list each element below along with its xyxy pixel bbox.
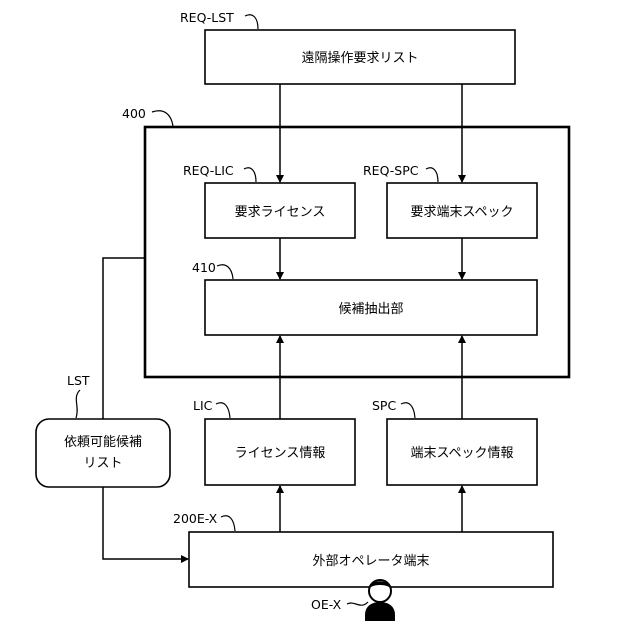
leader-lst xyxy=(76,390,80,418)
ref-lic: LIC xyxy=(193,398,213,413)
leader-req-spc xyxy=(426,168,438,182)
leader-lic xyxy=(216,403,230,418)
leader-410 xyxy=(217,265,233,279)
candidate-extraction-unit-label: 候補抽出部 xyxy=(338,302,403,317)
leader-spc xyxy=(401,403,415,418)
ref-200e-x: 200E-X xyxy=(173,511,218,526)
ref-req-spc: REQ-SPC xyxy=(363,163,419,178)
leader-400 xyxy=(152,111,173,126)
leader-req-lic xyxy=(244,168,256,182)
ref-req-lic: REQ-LIC xyxy=(183,163,234,178)
connector-frame-to-candidate-list xyxy=(103,258,145,419)
required-license-label: 要求ライセンス xyxy=(235,205,326,220)
remote-request-list-label: 遠隔操作要求リスト xyxy=(301,50,418,66)
requestable-candidate-list-label-line1: 依頼可能候補 xyxy=(64,435,142,450)
external-operator-terminal-label: 外部オペレータ端末 xyxy=(312,554,429,569)
requestable-candidate-list-box xyxy=(36,419,170,487)
requestable-candidate-list-label-line2: リスト xyxy=(83,456,122,471)
license-info-label: ライセンス情報 xyxy=(235,446,326,461)
ref-oe-x: OE-X xyxy=(311,597,342,612)
ref-lst: LST xyxy=(67,373,90,388)
leader-oe-x xyxy=(347,602,368,605)
ref-spc: SPC xyxy=(372,398,396,413)
ref-req-lst: REQ-LST xyxy=(180,10,234,25)
terminal-spec-info-label: 端末スペック情報 xyxy=(410,446,513,461)
leader-200e-x xyxy=(221,516,235,531)
leader-req-lst xyxy=(245,15,258,29)
ref-410: 410 xyxy=(192,260,216,275)
ref-400: 400 xyxy=(122,106,146,121)
person-icon xyxy=(365,580,395,621)
required-terminal-spec-label: 要求端末スペック xyxy=(410,205,513,220)
